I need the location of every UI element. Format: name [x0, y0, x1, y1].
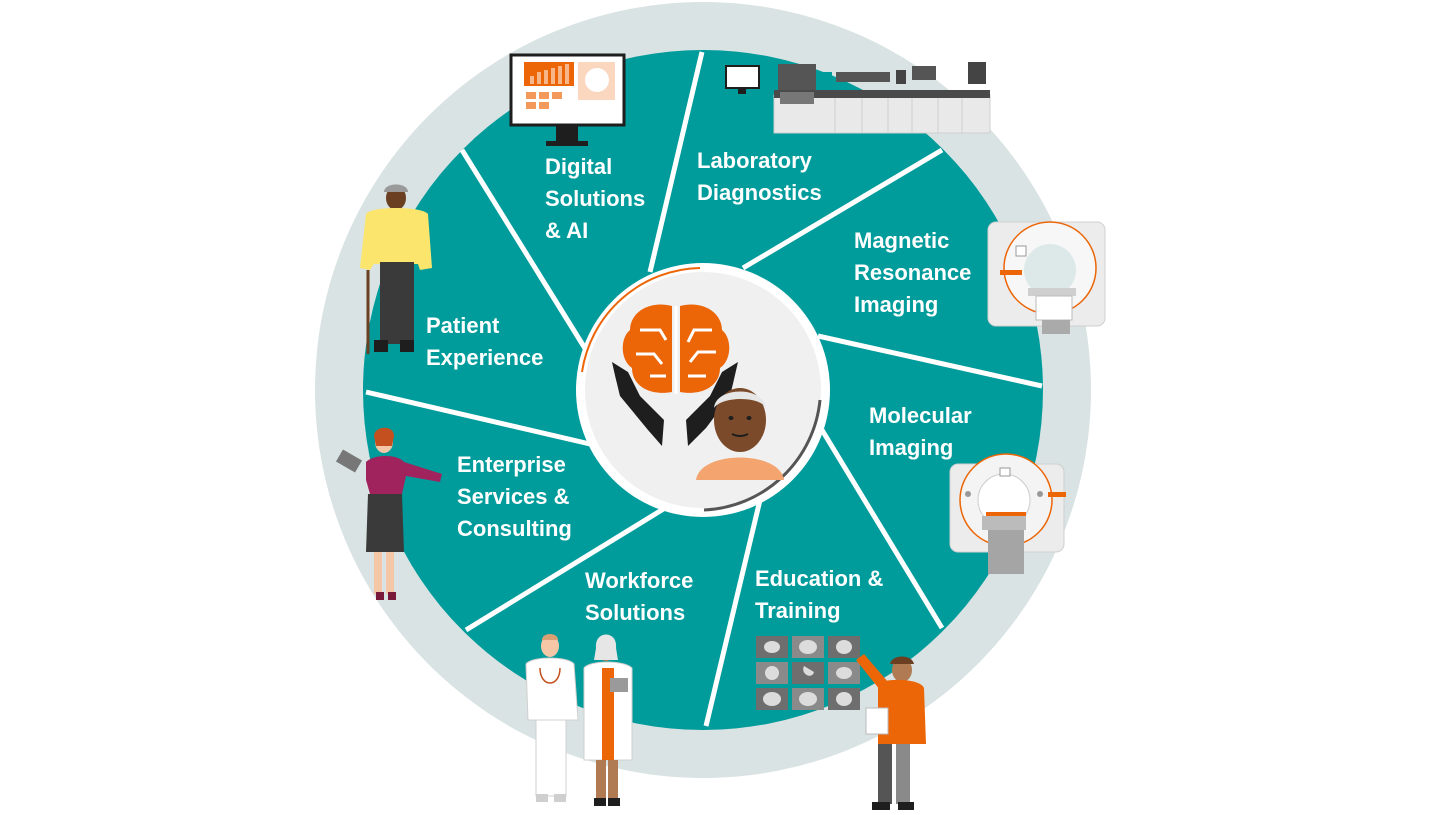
segment-label-line: Diagnostics [697, 180, 822, 205]
segment-label-line: Imaging [869, 435, 953, 460]
segment-label-line: Resonance [854, 260, 971, 285]
segment-label-line: Digital [545, 154, 612, 179]
divider-line [365, 389, 591, 447]
segment-label-education: Education & Training [755, 566, 889, 623]
teacher-with-xray-board-icon [756, 636, 926, 810]
divider-line [459, 148, 589, 352]
right-hand-icon [686, 362, 738, 446]
mri-scanner-icon [987, 221, 1106, 334]
patient-icon [696, 388, 784, 480]
segment-label-digital: Digital Solutions & AI [545, 154, 651, 243]
segment-label-line: Enterprise [457, 452, 566, 477]
segment-label-mri: Magnetic Resonance Imaging [854, 228, 978, 317]
segment-label-enterprise: Enterprise Services & Consulting [457, 452, 576, 541]
segment-label-line: & AI [545, 218, 588, 243]
segment-label-lab: Laboratory Diagnostics [697, 148, 822, 205]
segment-label-line: Consulting [457, 516, 572, 541]
segment-label-line: Education & [755, 566, 883, 591]
left-hand-icon [612, 362, 664, 446]
segment-label-line: Imaging [854, 292, 938, 317]
segment-label-molecular: Molecular Imaging [869, 403, 978, 460]
segment-label-line: Services & [457, 484, 570, 509]
lab-analyzer-icon [725, 62, 991, 134]
segment-label-line: Magnetic [854, 228, 949, 253]
divider-line [464, 505, 667, 633]
brain-in-hands-with-patient-icon [612, 304, 784, 480]
segment-label-line: Laboratory [697, 148, 813, 173]
divider-line [819, 428, 945, 630]
center-orange-arc [581, 267, 701, 373]
pet-ct-scanner-icon [949, 453, 1066, 574]
segment-label-line: Solutions [585, 600, 685, 625]
clinicians-icon [525, 634, 633, 806]
divider-line [647, 51, 705, 273]
segment-label-line: Workforce [585, 568, 693, 593]
segment-label-patient: Patient Experience [426, 313, 543, 370]
divider-line [817, 333, 1043, 389]
monitor-dashboard-icon [509, 53, 626, 146]
divider-line [703, 499, 763, 727]
elderly-patient-with-cane-icon [360, 184, 432, 354]
segment-label-line: Training [755, 598, 841, 623]
segment-label-line: Patient [426, 313, 500, 338]
segment-label-line: Solutions [545, 186, 645, 211]
segment-label-line: Experience [426, 345, 543, 370]
segment-label-line: Molecular [869, 403, 972, 428]
brain-icon [622, 304, 730, 394]
segment-label-workforce: Workforce Solutions [585, 568, 700, 625]
divider-line [741, 147, 944, 271]
segment-dividers [365, 51, 1043, 727]
consultant-with-tablet-icon [335, 427, 442, 600]
